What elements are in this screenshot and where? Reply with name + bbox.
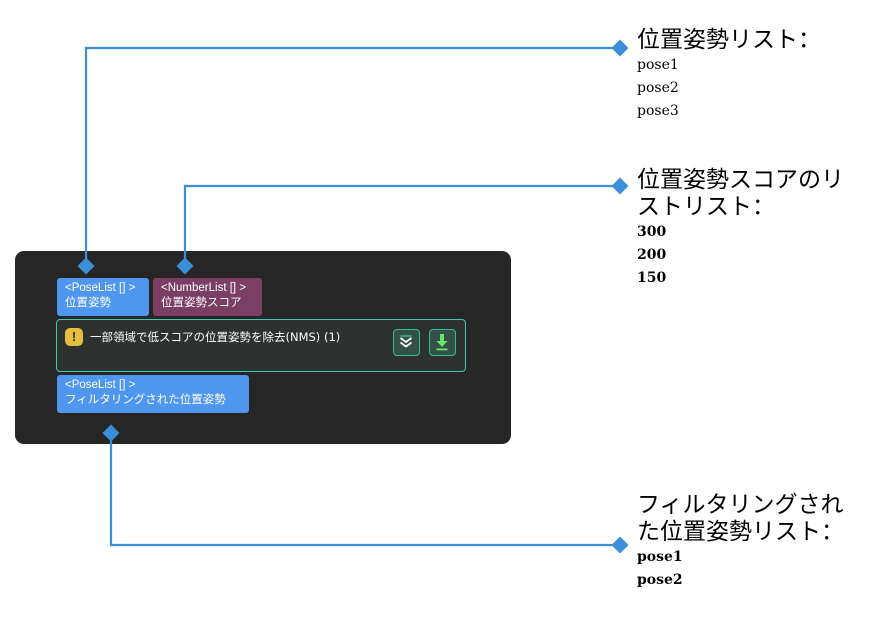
- download-button[interactable]: [429, 329, 456, 356]
- arrow-down-icon: [436, 334, 448, 351]
- output-port-filtered-poses[interactable]: <PoseList [] > フィルタリングされた位置姿勢: [57, 375, 249, 413]
- connector-diamond: [611, 536, 629, 554]
- annotation-item: pose1: [637, 57, 679, 73]
- annotation-item: 200: [637, 247, 667, 263]
- annotation-input-poses: 位置姿勢リスト： pose1 pose2 pose3: [637, 27, 821, 123]
- input-port-poses-type: <PoseList [] >: [65, 282, 136, 294]
- double-chevron-down-icon: [399, 335, 413, 348]
- annotation-item: pose2: [637, 572, 683, 588]
- annotation-item: pose3: [637, 103, 679, 119]
- annotation-item: 150: [637, 270, 667, 286]
- collapse-button[interactable]: [393, 329, 420, 356]
- connector-diamond: [611, 39, 629, 57]
- input-port-scores[interactable]: <NumberList [] > 位置姿勢スコア: [153, 278, 262, 316]
- input-port-scores-label: 位置姿勢スコア: [161, 297, 242, 309]
- annotation-title-line: フィルタリングされ: [637, 492, 844, 518]
- connector-diamond: [611, 177, 629, 195]
- step-title: 一部領域で低スコアの位置姿勢を除去(NMS) (1): [90, 330, 341, 344]
- input-port-poses-label: 位置姿勢: [65, 297, 111, 309]
- input-port-poses[interactable]: <PoseList [] > 位置姿勢: [57, 278, 149, 316]
- connector-input-poses: [84, 46, 620, 266]
- annotation-title-line: 位置姿勢スコアのリ: [637, 167, 844, 193]
- warning-icon: !: [65, 328, 83, 346]
- output-port-type: <PoseList [] >: [65, 379, 136, 391]
- annotation-output-poses: フィルタリングされ た位置姿勢リスト： pose1 pose2: [637, 492, 844, 592]
- annotation-input-scores: 位置姿勢スコアのリ ストリスト： 300 200 150: [637, 167, 844, 290]
- annotation-item: pose2: [637, 80, 679, 96]
- annotation-item: 300: [637, 224, 667, 240]
- step-body[interactable]: ! 一部領域で低スコアの位置姿勢を除去(NMS) (1): [56, 319, 466, 372]
- input-port-scores-type: <NumberList [] >: [161, 282, 247, 294]
- annotation-title-line: た位置姿勢リスト：: [637, 519, 844, 545]
- annotation-title-line: ストリスト：: [637, 194, 775, 220]
- annotation-item: pose1: [637, 549, 683, 565]
- annotation-title: 位置姿勢リスト：: [637, 27, 821, 53]
- connector-output-poses: [109, 433, 620, 547]
- output-port-label: フィルタリングされた位置姿勢: [65, 394, 226, 406]
